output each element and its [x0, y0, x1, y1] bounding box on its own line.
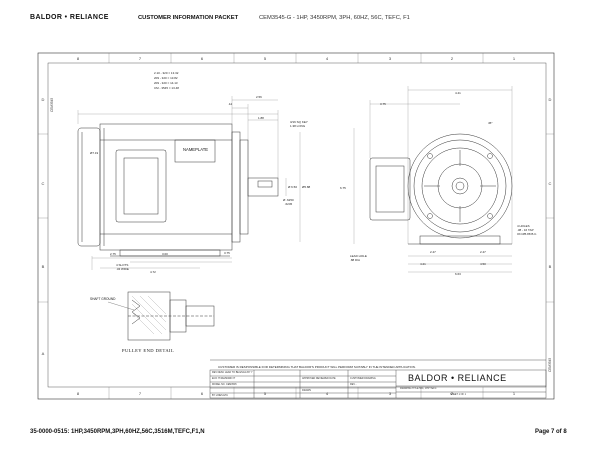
drawing-outer-border [37, 52, 555, 400]
grid-number-6-top: 6 [201, 56, 204, 61]
grid-number-8-top: 8 [77, 56, 80, 61]
dim-shaft-dia: Ø .6250 .6245 [283, 198, 294, 206]
dim-dia-7-19: Ø7.19 [90, 151, 99, 155]
dim-lead-hole: LEAD HOLE .88 DIA [350, 254, 367, 262]
dim-top-stack-3: 209 - 320 = 14.13 [154, 81, 178, 85]
dim-mounting-holes: 4 HOLES .38 - 16 TAP ON Ø5.88 B.C. [517, 224, 538, 236]
dim-2-47-right: 2.47 [480, 250, 486, 254]
model-description: CEM3545-G - 1HP, 3450RPM, 3PH, 60HZ, 56C… [259, 14, 410, 21]
shaft-ground-label: SHAFT GROUND [90, 297, 116, 301]
grid-number-8-bottom: 8 [77, 391, 80, 396]
dim-slots: 4 SLOTS .34 WIDE [116, 263, 129, 271]
tb-row-4: CUSTOMER DRAWING [350, 377, 376, 380]
title-block-brand: BALDOR • RELIANCE [408, 373, 507, 383]
packet-title: CUSTOMER INFORMATION PACKET [138, 14, 239, 21]
dim-top-stack-1: 2.10 - 320 = 13.32 [154, 71, 179, 75]
grid-number-2-bottom: 2 [451, 391, 454, 396]
grid-letter-b-right: B [549, 264, 552, 269]
dim-2-47-left: 2.47 [430, 250, 436, 254]
dim-dia-5-88: Ø5.88 [302, 185, 311, 189]
tb-row-9: BY LINES ETA [212, 394, 228, 397]
page-header: BALDOR • RELIANCE CUSTOMER INFORMATION P… [30, 14, 590, 26]
tb-row-10: DRAWN [302, 389, 311, 392]
dim-4-21: 4.21 [420, 262, 426, 266]
grid-number-1-top: 1 [513, 56, 516, 61]
grid-letter-a-left: A [42, 351, 45, 356]
dim-2-75: 2.75 [110, 252, 116, 256]
title-block [209, 359, 547, 399]
tb-row-3: APPROVED REVIEWED DATE [302, 377, 336, 380]
grid-number-1-bottom: 1 [513, 391, 516, 396]
grid-number-7-bottom: 7 [139, 391, 142, 396]
grid-number-4-bottom: 4 [326, 391, 329, 396]
grid-number-3-bottom: 3 [389, 391, 392, 396]
side-label-right: CEM3545 [548, 358, 552, 372]
pulley-detail-label: PULLEY END DETAIL [122, 348, 175, 353]
dim-3-00: 3.00 [162, 252, 168, 256]
tb-row-2: ECO IT REVIEWIN IT [212, 377, 236, 380]
grid-letter-c-left: C [42, 181, 45, 186]
dim-4-41: 4.41 [455, 91, 461, 95]
tb-row-5: MODEL NO. CEM3545 [212, 383, 237, 386]
dim-2-56: 2.56 [256, 95, 262, 99]
dim-6-63: 6.63 [455, 272, 461, 276]
dim-45-deg: 45° [488, 121, 493, 125]
grid-number-4-top: 4 [326, 56, 329, 61]
dim-dia-6-50: Ø 6.50 [288, 185, 298, 189]
dim-1-88: 1.88 [258, 116, 264, 120]
dim-4-50: 4.50 [480, 262, 486, 266]
tb-row-7: DRAWING TITLE 56C, 1HP TEFC [400, 387, 437, 390]
pulley-end-detail [107, 291, 215, 341]
grid-number-7-top: 7 [139, 56, 142, 61]
footer-part-description: 35-0000-0515: 1HP,3450RPM,3PH,60HZ,56C,3… [30, 429, 205, 435]
dim-4-72: 4.72 [150, 270, 156, 274]
dim-top-stack-4: CM - 3545 = 13.48 [154, 86, 179, 90]
tb-row-8: SHEET 1 OF 1 [450, 393, 466, 396]
motor-end-view [369, 133, 513, 245]
grid-number-6-bottom: 6 [201, 391, 204, 396]
dim-0-12: .12 [228, 102, 233, 106]
grid-letter-d-right: D [549, 97, 552, 102]
tb-row-1: REV DESC LEAD TO BE ENGG BY Y [212, 371, 253, 374]
grid-number-2-top: 2 [451, 56, 454, 61]
dim-keyway: 3/16 SQ KEY 1.38 LONG [290, 120, 308, 128]
grid-number-5-bottom: 5 [264, 391, 267, 396]
grid-number-5-top: 5 [264, 56, 267, 61]
dim-3-75-end: 3.75 [380, 102, 386, 106]
nameplate-label: NAMEPLATE [183, 147, 209, 152]
grid-letter-c-right: C [549, 181, 552, 186]
brand-logo: BALDOR • RELIANCE [30, 14, 109, 21]
footer-page-number: Page 7 of 8 [535, 429, 567, 435]
dim-top-stack-2: 209 - 320 = 13.82 [154, 76, 178, 80]
dim-3-75: 3.75 [224, 251, 230, 255]
drawing-inner-border [47, 62, 547, 388]
tb-row-6: REV - [350, 383, 357, 386]
motor-side-view [77, 123, 279, 257]
dim-6-75: 6.75 [340, 186, 346, 190]
grid-letter-b-left: B [42, 264, 45, 269]
grid-number-3-top: 3 [389, 56, 392, 61]
grid-letter-d-left: D [42, 97, 45, 102]
responsibility-notice: CUSTOMER IS RESPONSIBLE FOR DETERMINING … [218, 365, 416, 369]
side-label-left: CEM3545 [50, 98, 54, 112]
